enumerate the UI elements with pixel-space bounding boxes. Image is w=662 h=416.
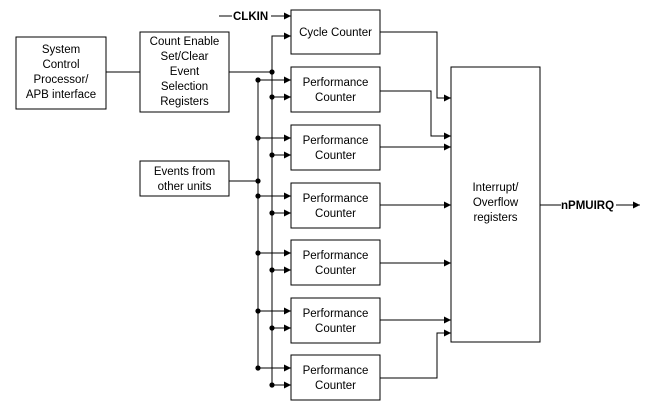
count-enable-line-4: Selection: [161, 81, 208, 93]
interrupt-line-2: Overflow: [473, 197, 519, 209]
performance-counter-3-line-2: Counter: [315, 208, 356, 220]
events-junction-main: [255, 178, 261, 184]
performance-counter-6-line-2: Counter: [315, 380, 356, 392]
events-junction-5: [255, 308, 261, 314]
count-enable-to-cycle-counter-wire: [271, 32, 291, 72]
system-line-2: Control: [42, 59, 79, 71]
events-line-1: Events from: [154, 166, 215, 178]
performance-counter-2-line-1: Performance: [303, 135, 369, 147]
performance-counter-2-line-2: Counter: [315, 150, 356, 162]
system-line-3: Processor/: [34, 74, 90, 86]
count-enable-line-2: Set/Clear: [161, 51, 209, 63]
performance-counter-4-line-1: Performance: [303, 250, 369, 262]
interrupt-line-1: Interrupt/: [472, 182, 519, 194]
performance-counter-6: Performance Counter: [290, 354, 381, 401]
enable-junction-2: [269, 152, 275, 158]
performance-counter-5-line-1: Performance: [303, 308, 369, 320]
performance-counter-2: Performance Counter: [290, 124, 381, 171]
system-control-processor-block: System Control Processor/ APB interface: [15, 36, 107, 110]
enable-junction-6: [269, 382, 275, 388]
performance-counter-6-line-1: Performance: [303, 365, 369, 377]
events-junction-3: [255, 193, 261, 199]
performance-counter-5-line-2: Counter: [315, 323, 356, 335]
cycle-counter-output-wire: [380, 31, 451, 102]
count-enable-registers-block: Count Enable Set/Clear Event Selection R…: [139, 31, 230, 113]
performance-counter-1-line-1: Performance: [303, 77, 369, 89]
enable-junction-5: [269, 325, 275, 331]
performance-counter-4-line-2: Counter: [315, 265, 356, 277]
count-enable-line-5: Registers: [160, 96, 209, 108]
events-junction-6: [255, 365, 261, 371]
interrupt-overflow-registers-block: Interrupt/ Overflow registers: [450, 66, 541, 343]
enable-junction-3: [269, 210, 275, 216]
count-enable-line-3: Event: [170, 66, 200, 78]
performance-counter-3: Performance Counter: [290, 182, 381, 229]
counter-6-output-wire: [380, 329, 451, 379]
performance-counters: Performance Counter Performance Counter …: [290, 66, 381, 401]
performance-counter-1-line-2: Counter: [315, 92, 356, 104]
events-junction-4: [255, 250, 261, 256]
clkin-label: CLKIN: [233, 11, 268, 23]
events-line-2: other units: [158, 181, 212, 193]
cycle-counter-block: Cycle Counter: [290, 9, 381, 55]
performance-counter-1: Performance Counter: [290, 66, 381, 113]
junction-dots: [255, 69, 275, 388]
events-junction-2: [255, 135, 261, 141]
cycle-counter-label: Cycle Counter: [299, 27, 372, 39]
count-enable-line-1: Count Enable: [150, 36, 220, 48]
system-line-4: APB interface: [26, 89, 96, 101]
system-line-1: System: [42, 44, 80, 56]
interrupt-line-3: registers: [473, 212, 517, 224]
npmuirq-label: nPMUIRQ: [561, 200, 614, 212]
events-from-other-units-block: Events from other units: [139, 160, 230, 197]
counter-1-output-wire: [380, 90, 451, 140]
enable-junction-1: [269, 94, 275, 100]
performance-counter-3-line-1: Performance: [303, 193, 369, 205]
connection-wires: [106, 12, 640, 389]
count-enable-junction: [269, 69, 275, 75]
events-junction-1: [255, 77, 261, 83]
performance-counter-4: Performance Counter: [290, 239, 381, 286]
performance-counter-5: Performance Counter: [290, 297, 381, 344]
enable-junction-4: [269, 267, 275, 273]
